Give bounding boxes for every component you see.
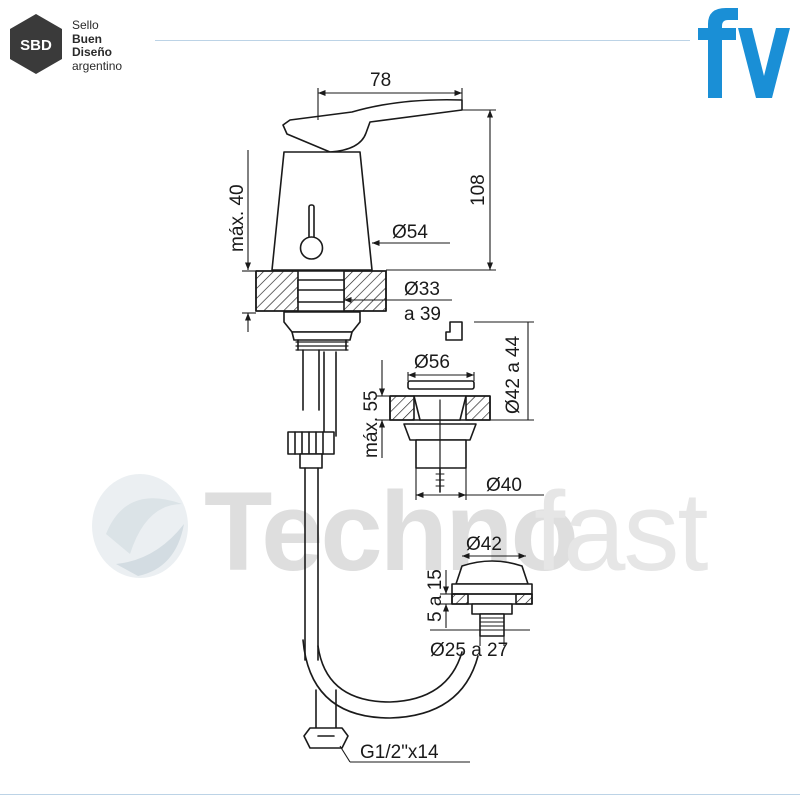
dim-hole-diam-33: Ø33 <box>404 279 440 300</box>
dim-width-78: 78 <box>370 70 391 91</box>
valve-assembly <box>451 560 533 637</box>
dimension-labels: 78 108 máx. 40 Ø54 Ø33 a 39 Ø42 a 44 Ø56… <box>227 70 524 763</box>
dim-hole-diam-39: a 39 <box>404 304 441 325</box>
dimension-lines <box>242 88 544 763</box>
swirl-icon <box>92 474 188 578</box>
dim-drain-range: Ø42 a 44 <box>503 335 524 414</box>
dim-max-55: máx. 55 <box>361 390 382 458</box>
fv-brand-logo <box>698 8 790 98</box>
dim-valve-hole: Ø25 a 27 <box>430 640 508 661</box>
sbd-seal-logo: SBD Sello Buen Diseño argentino <box>8 13 148 75</box>
sbd-line-4: argentino <box>72 58 123 73</box>
supply-hose <box>287 349 479 749</box>
sbd-line-1: Sello <box>72 18 99 32</box>
sbd-line-2: Buen <box>72 31 102 46</box>
faucet-body <box>271 98 463 271</box>
dim-valve-range: 5 a 15 <box>425 569 446 622</box>
fv-letter-v <box>738 28 790 98</box>
dim-drain-flange-56: Ø56 <box>414 352 450 373</box>
dim-drain-body-40: Ø40 <box>486 475 522 496</box>
header-rule <box>155 40 690 41</box>
sbd-badge-text: SBD <box>20 37 52 54</box>
fv-letter-f <box>698 8 738 98</box>
dim-max-40: máx. 40 <box>227 184 248 252</box>
drain-assembly <box>389 321 491 493</box>
watermark-word-light: fast <box>534 469 708 594</box>
dim-body-diam-54: Ø54 <box>392 222 428 243</box>
dim-height-108: 108 <box>468 174 489 206</box>
countertop-section <box>255 270 387 351</box>
dim-valve-diam-42: Ø42 <box>466 534 502 555</box>
dim-thread: G1/2"x14 <box>360 742 439 763</box>
footer-rule <box>0 794 800 795</box>
sbd-caption: Sello Buen Diseño argentino <box>72 18 123 73</box>
hexagon-icon: SBD <box>10 14 62 74</box>
sbd-line-3: Diseño <box>72 45 113 59</box>
